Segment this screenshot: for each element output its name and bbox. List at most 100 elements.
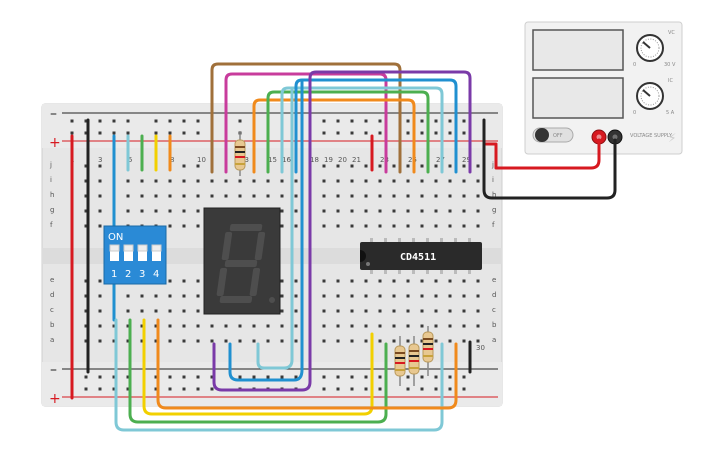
breadboard-hole xyxy=(364,179,368,183)
breadboard-hole xyxy=(476,224,480,228)
row-letter-j: j xyxy=(49,161,52,169)
breadboard-hole xyxy=(252,179,256,183)
breadboard-hole xyxy=(182,209,186,213)
wire-green-top xyxy=(266,90,430,174)
brand-label: VOLTAGE SUPPLY xyxy=(630,133,673,139)
breadboard-hole xyxy=(112,324,116,328)
breadboard-hole xyxy=(252,324,256,328)
breadboard-hole xyxy=(448,294,452,298)
breadboard-hole xyxy=(448,324,452,328)
breadboard-hole xyxy=(476,294,480,298)
breadboard-hole xyxy=(350,194,354,198)
breadboard-hole xyxy=(98,224,102,228)
row-letter-a: a xyxy=(50,336,54,344)
breadboard-hole xyxy=(350,209,354,213)
rail-hole xyxy=(364,119,368,123)
rail-hole xyxy=(266,375,270,379)
breadboard-hole xyxy=(406,209,410,213)
rail-hole xyxy=(98,375,102,379)
breadboard-hole xyxy=(182,164,186,168)
breadboard-hole xyxy=(182,194,186,198)
breadboard-hole xyxy=(84,164,88,168)
breadboard-hole xyxy=(238,194,242,198)
breadboard-hole xyxy=(280,324,284,328)
rail-hole xyxy=(182,119,186,123)
rail-hole xyxy=(70,119,74,123)
col-num-29: 29 xyxy=(462,156,471,164)
breadboard-hole xyxy=(84,209,88,213)
rail-hole xyxy=(84,375,88,379)
seven-segment-digit xyxy=(216,224,266,303)
rail-hole xyxy=(98,387,102,391)
breadboard-hole xyxy=(84,324,88,328)
resistor-bottom-2 xyxy=(408,336,420,386)
breadboard-hole xyxy=(420,339,424,343)
breadboard-hole xyxy=(476,339,480,343)
breadboard-hole xyxy=(476,279,480,283)
breadboard-hole xyxy=(182,294,186,298)
top-minus-label: – xyxy=(50,106,57,122)
rail-hole xyxy=(462,375,466,379)
breadboard-hole xyxy=(434,309,438,313)
breadboard-hole xyxy=(280,294,284,298)
breadboard-hole xyxy=(406,179,410,183)
breadboard-hole xyxy=(392,294,396,298)
wire-magenta xyxy=(224,72,388,174)
rail-hole xyxy=(420,119,424,123)
rail-hole xyxy=(336,387,340,391)
breadboard-hole xyxy=(364,294,368,298)
row-letter-f: f xyxy=(50,221,53,229)
breadboard-hole xyxy=(350,324,354,328)
rail-hole xyxy=(406,387,410,391)
breadboard-hole xyxy=(364,194,368,198)
dip-toggle-2[interactable] xyxy=(124,245,133,261)
rail-hole xyxy=(420,387,424,391)
breadboard-hole xyxy=(238,324,242,328)
dip-num-1: 1 xyxy=(111,269,117,280)
breadboard-hole xyxy=(364,324,368,328)
dip-toggle-3[interactable] xyxy=(138,245,147,261)
dip-toggle-4[interactable] xyxy=(152,245,161,261)
breadboard-hole xyxy=(434,179,438,183)
rail-hole xyxy=(154,387,158,391)
breadboard-hole xyxy=(126,179,130,183)
breadboard-hole xyxy=(378,194,382,198)
bottom-minus-label: – xyxy=(50,362,57,378)
dip-toggle-1[interactable] xyxy=(110,245,119,261)
breadboard-hole xyxy=(462,294,466,298)
breadboard-hole xyxy=(154,324,158,328)
col-num-25: 25 xyxy=(408,156,417,164)
rail-hole xyxy=(182,375,186,379)
breadboard-hole xyxy=(336,179,340,183)
wire-orange-top xyxy=(252,98,416,174)
breadboard-hole xyxy=(126,324,130,328)
breadboard-hole xyxy=(168,294,172,298)
breadboard-hole xyxy=(406,164,410,168)
breadboard-hole xyxy=(168,279,172,283)
breadboard-hole xyxy=(266,324,270,328)
breadboard-hole xyxy=(84,224,88,228)
resistor-bottom-1 xyxy=(394,336,406,386)
breadboard-hole xyxy=(168,224,172,228)
breadboard-hole xyxy=(140,209,144,213)
breadboard-hole xyxy=(98,164,102,168)
rail-hole xyxy=(322,387,326,391)
breadboard-hole xyxy=(406,294,410,298)
resistor-top xyxy=(234,132,246,176)
power-supply: VC 30 V 0 IC 5 A 0 OFF VOLTAGE SUPPLY ⚡ xyxy=(524,21,683,155)
breadboard-hole xyxy=(210,179,214,183)
breadboard-hole xyxy=(126,209,130,213)
breadboard-hole xyxy=(392,194,396,198)
col-num-23: 23 xyxy=(380,156,389,164)
rail-hole xyxy=(378,131,382,135)
breadboard-hole xyxy=(84,339,88,343)
breadboard-hole xyxy=(322,309,326,313)
breadboard-hole xyxy=(378,224,382,228)
rail-hole xyxy=(364,375,368,379)
vc-label: VC xyxy=(668,30,675,36)
breadboard-hole xyxy=(140,324,144,328)
breadboard-hole xyxy=(448,164,452,168)
rail-hole xyxy=(350,119,354,123)
breadboard-hole xyxy=(378,324,382,328)
